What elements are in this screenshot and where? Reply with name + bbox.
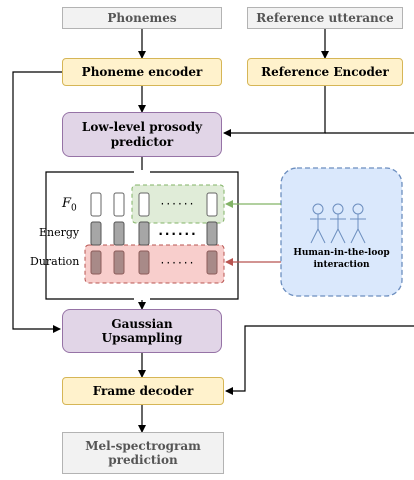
- gaussian-upsampling-label-line2: Upsampling: [101, 331, 183, 345]
- person-icon: [330, 203, 346, 244]
- prosody-predictor-label-line1: Low-level prosody: [81, 120, 203, 135]
- mel-label-line2: prediction: [108, 453, 178, 467]
- gaussian-upsampling-node: Gaussian Upsampling: [62, 309, 222, 353]
- energy-bar: [206, 221, 218, 246]
- energy-bar: [138, 221, 150, 246]
- mel-spectrogram-prediction-node: Mel-spectrogram prediction: [62, 432, 224, 474]
- duration-bar: [206, 250, 218, 275]
- duration-bar: [138, 250, 150, 275]
- phoneme-encoder-node: Phoneme encoder: [62, 58, 222, 86]
- human-in-the-loop-box: [280, 167, 403, 297]
- f0-label-subscript: 0: [71, 203, 77, 214]
- human-label-line2: interaction: [313, 260, 370, 271]
- f0-bar: [90, 192, 102, 217]
- reference-utterance-label: Reference utterance: [256, 10, 394, 25]
- arrow-right-to-decoder: [225, 325, 414, 395]
- low-level-prosody-predictor-node: Low-level prosody predictor: [62, 112, 222, 157]
- arrow-reference-encoder-to-prosody: [223, 86, 326, 137]
- gaussian-upsampling-label-line1: Gaussian: [111, 316, 173, 331]
- frame-decoder-label: Frame decoder: [92, 383, 194, 398]
- duration-ellipsis: ······: [161, 256, 196, 270]
- phonemes-label: Phonemes: [107, 10, 177, 25]
- human-in-the-loop-label: Human-in-the-loop interaction: [283, 247, 400, 271]
- person-icon: [350, 203, 366, 244]
- energy-label: Energy: [39, 226, 80, 239]
- f0-label: F0: [62, 196, 77, 214]
- f0-bar: [206, 192, 218, 217]
- arrow-encoder-bypass-to-upsampling: [12, 71, 62, 333]
- f0-editable-region: [131, 184, 225, 224]
- f0-bar: [138, 192, 150, 217]
- reference-encoder-label: Reference Encoder: [261, 64, 389, 79]
- phoneme-encoder-label: Phoneme encoder: [81, 64, 203, 79]
- feature-bracket: [45, 171, 239, 300]
- energy-bar: [90, 221, 102, 246]
- duration-label: Duration: [30, 255, 80, 268]
- f0-label-main: F: [62, 196, 72, 211]
- duration-bars: [90, 250, 218, 275]
- person-icon: [310, 203, 326, 244]
- prosody-predictor-label-line2: predictor: [110, 134, 174, 149]
- frame-decoder-node: Frame decoder: [62, 377, 224, 405]
- human-label-line1: Human-in-the-loop: [293, 248, 390, 258]
- energy-bar: [113, 221, 125, 246]
- phonemes-node: Phonemes: [62, 7, 222, 29]
- duration-editable-region: [84, 244, 225, 284]
- f0-bar: [113, 192, 125, 217]
- f0-ellipsis: ······: [161, 197, 196, 211]
- duration-bar: [113, 250, 125, 275]
- reference-utterance-node: Reference utterance: [247, 7, 403, 29]
- energy-bars: [90, 221, 218, 246]
- mel-label-line1: Mel-spectrogram: [85, 438, 201, 453]
- energy-ellipsis: ······: [158, 227, 197, 241]
- duration-bar: [90, 250, 102, 275]
- reference-encoder-node: Reference Encoder: [247, 58, 403, 86]
- f0-bars: [90, 192, 218, 217]
